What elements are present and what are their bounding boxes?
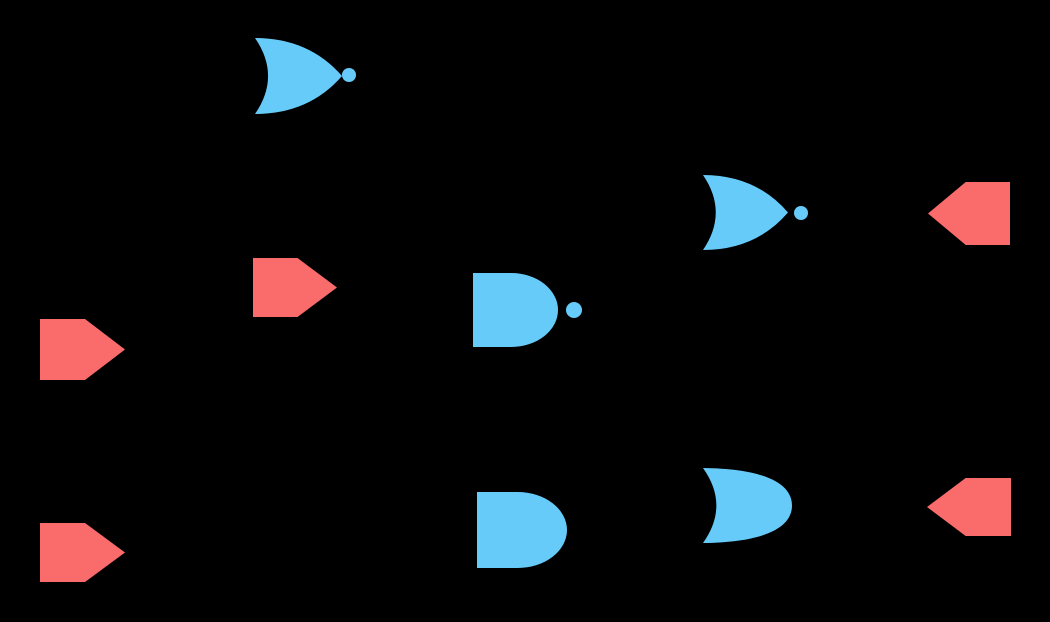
nor-gate-top[interactable] (255, 38, 356, 114)
or-gate-bottom[interactable] (703, 468, 792, 543)
arrow-left-icon (928, 182, 1010, 245)
nor-gate-middle[interactable] (703, 175, 808, 250)
input-pin-left-lower[interactable] (40, 523, 125, 582)
nor-gate-body (703, 175, 788, 250)
or-gate-body (703, 468, 792, 543)
output-pin-right-upper[interactable] (928, 182, 1010, 245)
output-pin-right-lower[interactable] (927, 478, 1011, 536)
arrow-right-icon (40, 523, 125, 582)
arrow-left-icon (927, 478, 1011, 536)
nand-gate-body (473, 273, 558, 347)
arrow-right-icon (40, 319, 125, 380)
nor-gate-body (255, 38, 342, 114)
nand-gate-middle[interactable] (473, 273, 582, 347)
arrow-right-icon (253, 258, 337, 317)
negation-bubble-icon (794, 206, 808, 220)
and-gate-body (477, 492, 567, 568)
input-pin-middle[interactable] (253, 258, 337, 317)
negation-bubble-icon (566, 302, 582, 318)
and-gate-bottom[interactable] (477, 492, 567, 568)
input-pin-left-upper[interactable] (40, 319, 125, 380)
negation-bubble-icon (342, 68, 356, 82)
